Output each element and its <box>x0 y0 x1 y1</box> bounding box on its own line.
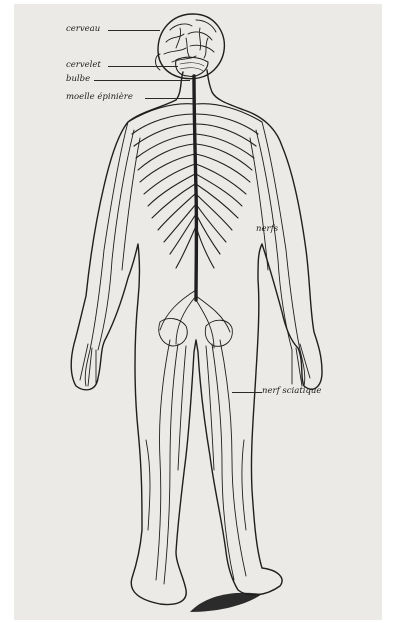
floor-shadow <box>190 593 262 612</box>
leg-nerves <box>146 340 246 584</box>
ear <box>156 54 161 70</box>
spinal-cord <box>194 76 196 300</box>
leader-cervelet <box>108 66 178 67</box>
leader-bulbe <box>94 80 190 81</box>
label-bulbe: bulbe <box>66 74 90 84</box>
label-moelle-epiniere: moelle épinière <box>66 92 133 102</box>
cerebellum <box>176 57 208 76</box>
leader-moelle-epiniere <box>145 98 193 99</box>
label-cerveau: cerveau <box>66 24 100 34</box>
leader-nerf-sciatique <box>232 392 262 393</box>
label-nerf-sciatique: nerf sciatique <box>262 386 321 396</box>
label-nerfs: nerfs <box>256 224 278 234</box>
label-cervelet: cervelet <box>66 60 101 70</box>
brain-folds <box>164 20 216 62</box>
leader-cerveau <box>108 30 160 31</box>
intercostal-nerves-right <box>196 104 262 268</box>
head-outline <box>158 14 224 79</box>
